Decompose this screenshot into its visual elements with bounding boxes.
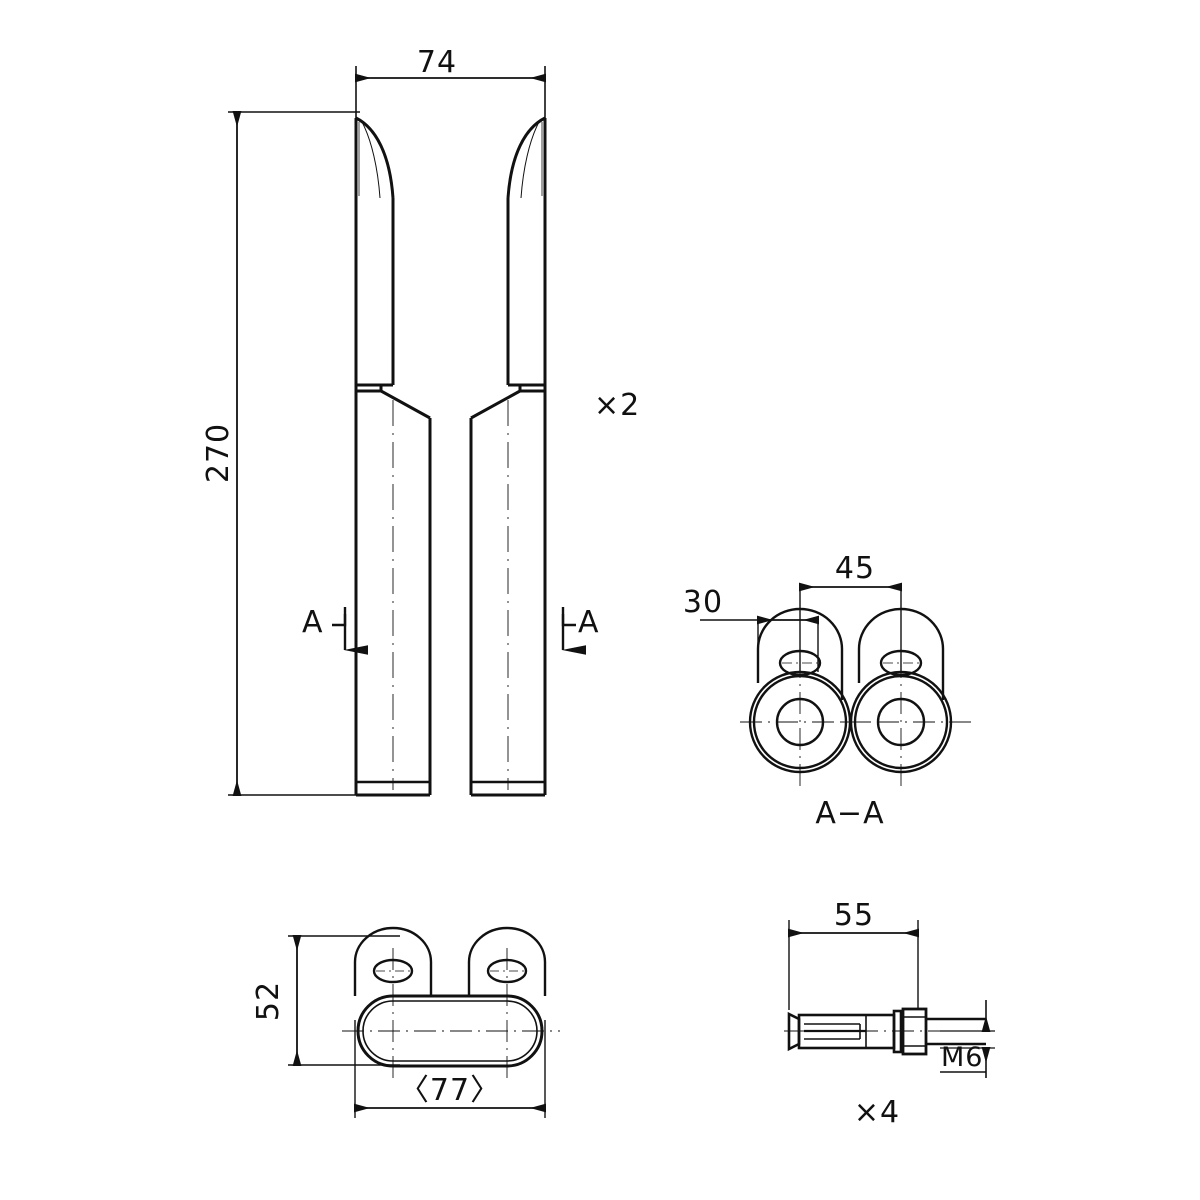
dim-text-45: 45 bbox=[835, 551, 875, 586]
section-caption-aa: A−A bbox=[815, 796, 884, 831]
dim-text-52: 52 bbox=[251, 981, 286, 1021]
dim-text-55: 55 bbox=[834, 898, 874, 933]
anchor-bolt-body bbox=[784, 1007, 995, 1056]
bottom-plan-view: 52 〈77〉 bbox=[251, 926, 560, 1118]
dim-length-55: 55 bbox=[788, 898, 919, 1010]
front-elevation-view: A A 74 270 ×2 bbox=[201, 45, 640, 797]
section-a-a-view: 30 45 bbox=[683, 551, 973, 831]
dim-text-77: 〈77〉 bbox=[399, 1073, 501, 1108]
dim-width-77: 〈77〉 bbox=[354, 1020, 546, 1118]
section-element-left bbox=[740, 607, 872, 788]
section-marker-left: A bbox=[302, 605, 368, 655]
dim-height-270 bbox=[228, 111, 360, 796]
anchor-bolt-detail-view: 55 M6 bbox=[784, 898, 995, 1130]
section-element-right bbox=[841, 607, 973, 788]
section-label-right: A bbox=[578, 605, 600, 640]
quantity-anchor-x4: ×4 bbox=[854, 1095, 900, 1130]
dim-text-30: 30 bbox=[683, 585, 723, 620]
dim-thread-m6: M6 bbox=[940, 1000, 995, 1078]
dim-text-m6: M6 bbox=[941, 1042, 983, 1073]
plan-lugs bbox=[353, 926, 547, 996]
section-marker-right: A bbox=[561, 605, 600, 655]
dim-offset-30: 30 bbox=[683, 585, 819, 625]
dim-text-270: 270 bbox=[201, 423, 236, 483]
section-label-left: A bbox=[302, 605, 324, 640]
plan-oblong-body bbox=[342, 948, 560, 1078]
dim-spacing-45: 45 bbox=[799, 551, 902, 592]
quantity-front-x2: ×2 bbox=[594, 388, 640, 423]
dim-width-74 bbox=[355, 66, 546, 128]
dim-text-74: 74 bbox=[417, 45, 457, 80]
upper-tube-cavity bbox=[392, 198, 509, 380]
